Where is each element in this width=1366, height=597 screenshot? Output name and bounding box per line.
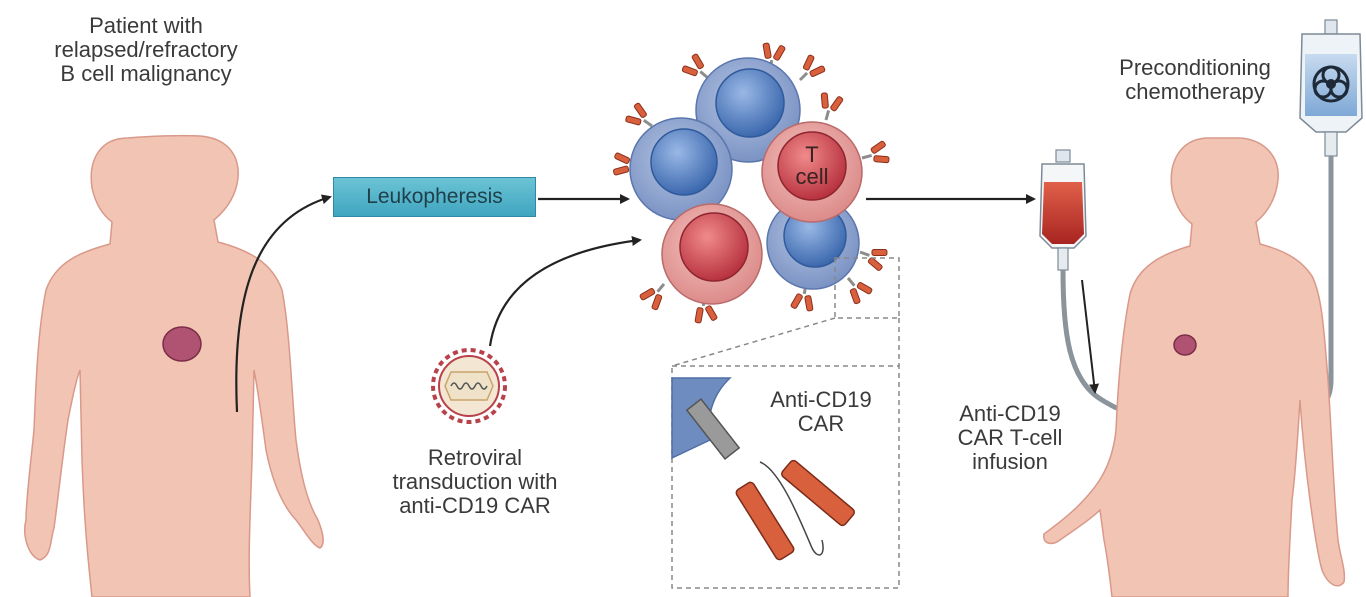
leukopheresis-label: Leukopheresis [366, 185, 503, 208]
car-zoom-label-line-2: CAR [797, 411, 845, 436]
car-zoom-label-line-1: Anti-CD19 [770, 387, 872, 412]
infusion-label-line-1: Anti-CD19 [959, 401, 1061, 426]
blue-cell-top [695, 57, 801, 163]
transduction-label-line-1: Retroviral [427, 445, 523, 470]
patient-right-body [1043, 137, 1346, 597]
infusion-label-line-3: infusion [972, 449, 1048, 474]
patient-left-body [24, 134, 324, 597]
t-cell-cluster [611, 40, 893, 326]
patient-label-line-2: relapsed/refractory [54, 37, 238, 62]
chemo-label-line-1: Preconditioning [1119, 55, 1271, 80]
arrow-patient-to-leukopheresis [235, 194, 332, 413]
patient-label-line-3: B cell malignancy [60, 61, 232, 86]
car-t-infusion-bag [1039, 149, 1131, 415]
patient-left-organ [162, 326, 202, 362]
blue-cell-left [629, 117, 733, 221]
patient-right-organ [1173, 334, 1197, 356]
chemo-label: Preconditioning chemotherapy [1090, 56, 1300, 104]
car-zoom-inset [671, 257, 900, 589]
arrow-virus-to-cells [488, 236, 642, 347]
retrovirus-icon [431, 348, 507, 424]
infusion-label-line-2: CAR T-cell [957, 425, 1063, 450]
patient-label: Patient with relapsed/refractory B cell … [14, 14, 278, 86]
car-zoom-receptor [685, 397, 855, 561]
t-cell-label: T cell [784, 144, 840, 188]
chemo-label-line-2: chemotherapy [1125, 79, 1265, 104]
biohazard-icon [1312, 65, 1350, 103]
patient-right-figure [1043, 137, 1346, 597]
patient-label-line-1: Patient with [89, 13, 203, 38]
patient-left-figure [24, 134, 324, 597]
transduction-label-line-2: transduction with [392, 469, 558, 494]
t-cell-label-line-2: cell [795, 164, 829, 189]
transduction-label-line-3: anti-CD19 CAR [399, 493, 551, 518]
infusion-label: Anti-CD19 CAR T-cell infusion [940, 402, 1080, 474]
t-cell-red [761, 121, 863, 223]
car-zoom-label: Anti-CD19 CAR [756, 388, 886, 436]
t-cell-label-line-1: T [805, 142, 819, 167]
leukopheresis-box: Leukopheresis [333, 177, 536, 217]
red-cell-bottom-left [661, 203, 763, 305]
transduction-label: Retroviral transduction with anti-CD19 C… [355, 446, 595, 518]
